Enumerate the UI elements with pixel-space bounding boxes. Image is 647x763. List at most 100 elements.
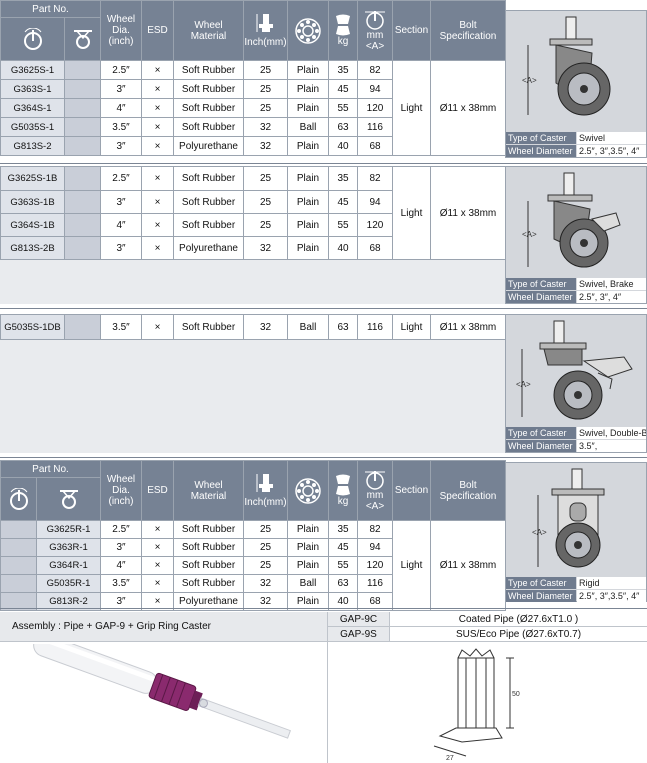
mm-header: mm<A>: [357, 0, 393, 61]
height-value: 25: [243, 520, 288, 539]
section-header: Section: [392, 460, 431, 521]
height-value: 32: [243, 136, 288, 156]
rigid-part-cell: [64, 236, 101, 260]
rigid-type-icon-cell: [36, 477, 101, 521]
svg-text:<A>: <A>: [532, 528, 547, 537]
bearing-value: Plain: [287, 556, 329, 575]
section-value: Light: [392, 60, 431, 156]
rigid-part-cell: [64, 136, 101, 156]
swivel-part-cell: [0, 592, 37, 611]
wheel-dia: 3″: [100, 136, 142, 156]
bolt-value: Ø11 x 38mm: [430, 520, 506, 611]
bearing-value: Plain: [287, 136, 329, 156]
esd-value: ×: [141, 79, 174, 99]
bearing-value: Plain: [287, 79, 329, 99]
swivel-brake-caster-drawing: <A>: [522, 172, 621, 268]
part-number: G5035R-1: [36, 574, 101, 593]
rigid-caster-icon: [59, 490, 78, 509]
esd-value: ×: [141, 190, 174, 214]
material: Soft Rubber: [173, 166, 244, 191]
mm-value: 68: [357, 236, 393, 260]
part-no-header: Part No.: [0, 0, 101, 18]
material: Soft Rubber: [173, 538, 244, 557]
section-value: Light: [392, 314, 431, 340]
part-number: G363R-1: [36, 538, 101, 557]
bearing-value: Ball: [287, 574, 329, 593]
svg-text:<A>: <A>: [522, 76, 537, 85]
height-dimension: 50: [512, 691, 520, 698]
wheel-dia: 2.5″: [100, 520, 142, 539]
part-number: G813R-2: [36, 592, 101, 611]
weight-icon: [336, 14, 350, 36]
wheel-dia: 3″: [100, 592, 142, 611]
height-value: 25: [243, 213, 288, 237]
esd-value: ×: [141, 136, 174, 156]
esd-value: ×: [141, 538, 174, 557]
load-value: 63: [328, 314, 358, 340]
part-number: G363S-1: [0, 79, 65, 99]
mm-value: 116: [357, 117, 393, 137]
height-value: 25: [243, 556, 288, 575]
divider: [0, 308, 647, 309]
load-value: 40: [328, 136, 358, 156]
stem-height-icon: [256, 14, 273, 32]
wheel-dia: 3″: [100, 79, 142, 99]
material: Soft Rubber: [173, 574, 244, 593]
stem-height-icon: [256, 474, 273, 492]
rigid-part-cell: [64, 79, 101, 99]
material: Soft Rubber: [173, 79, 244, 99]
esd-value: ×: [141, 117, 174, 137]
load-header: kg: [328, 460, 358, 521]
material: Soft Rubber: [173, 98, 244, 118]
rigid-part-cell: [64, 166, 101, 191]
esd-header: ESD: [141, 460, 174, 521]
swivel-part-cell: [0, 520, 37, 539]
load-value: 45: [328, 190, 358, 214]
wheel-dia: 2.5″: [100, 166, 142, 191]
part-number: G363S-1B: [0, 190, 65, 214]
mm-value: 116: [357, 314, 393, 340]
gap-code: GAP-9S: [328, 627, 390, 641]
caster-height-icon: [365, 470, 385, 490]
height-value: 25: [243, 190, 288, 214]
part-number: G364S-1: [0, 98, 65, 118]
swivel-caster-icon: [23, 28, 42, 50]
part-number: G813S-2: [0, 136, 65, 156]
swivel-caster-icon: [9, 488, 28, 510]
esd-value: ×: [141, 60, 174, 80]
load-value: 45: [328, 538, 358, 557]
swivel-type-icon-cell: [0, 17, 65, 61]
gap-9-dimension-drawing: 50 27: [433, 648, 520, 762]
double-brake-caster-drawing: <A>: [516, 320, 633, 420]
mm-value: 68: [357, 136, 393, 156]
bearing-header: [287, 0, 329, 61]
material: Polyurethane: [173, 136, 244, 156]
section-header: Section: [392, 0, 431, 61]
wheel-dia: 2.5″: [100, 60, 142, 80]
rigid-part-cell: [64, 314, 101, 340]
rigid-caster-icon: [73, 30, 92, 49]
section-value: Light: [392, 520, 431, 611]
mm-value: 94: [357, 79, 393, 99]
bolt-value: Ø11 x 38mm: [430, 314, 506, 340]
height-value: 25: [243, 79, 288, 99]
height-value: 25: [243, 166, 288, 191]
load-value: 63: [328, 117, 358, 137]
divider: [0, 457, 647, 458]
